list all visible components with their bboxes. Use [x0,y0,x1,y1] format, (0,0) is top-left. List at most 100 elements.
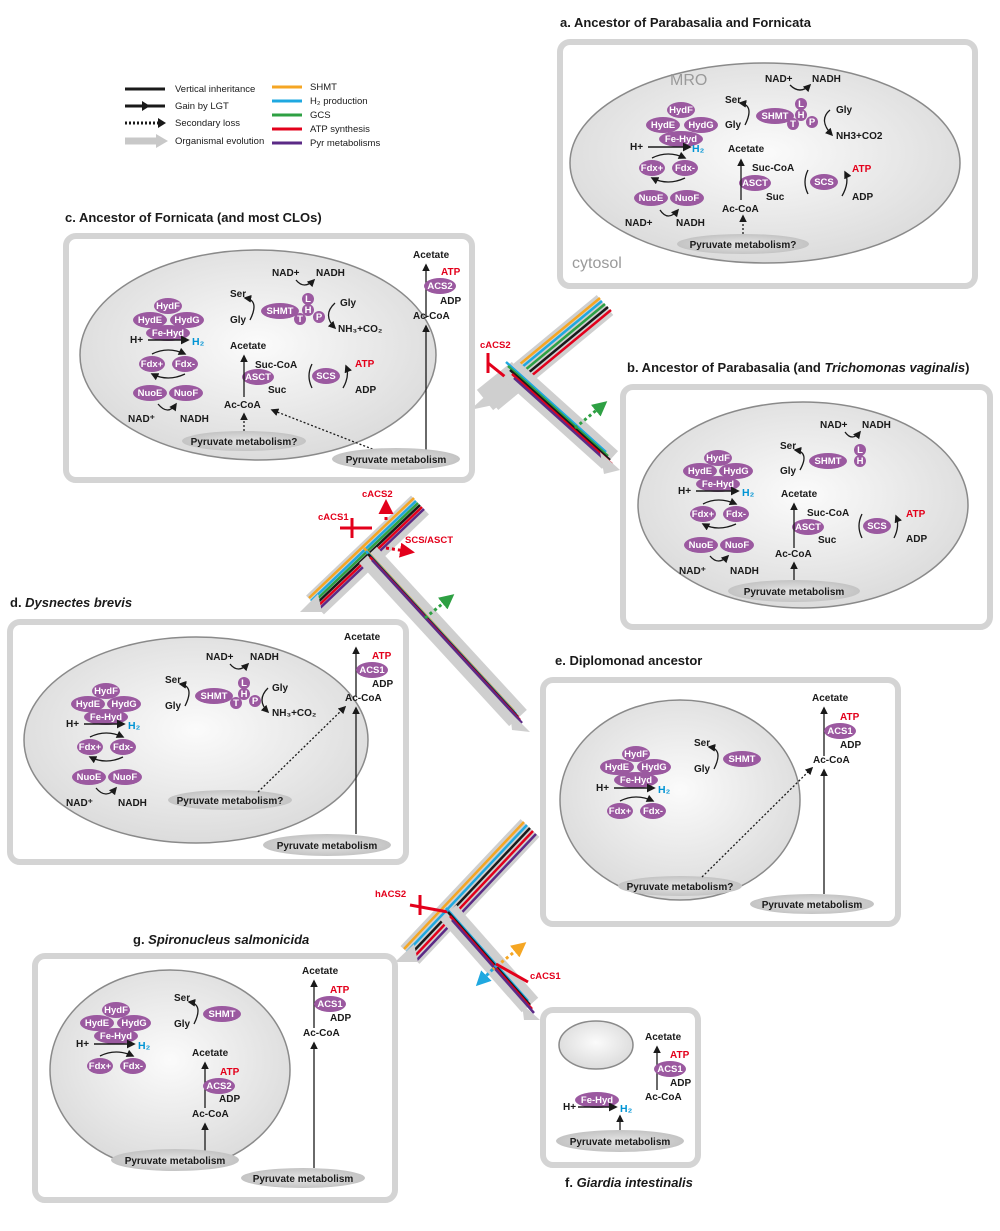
svg-text:HydF: HydF [104,1005,128,1016]
svg-text:ACS1: ACS1 [359,665,385,676]
panel-a: a. Ancestor of Parabasalia and Fornicata… [557,15,978,289]
svg-text:HydF: HydF [156,301,180,312]
svg-text:Ac-CoA: Ac-CoA [192,1109,229,1120]
svg-text:Ac-CoA: Ac-CoA [345,693,382,704]
panel-g: g. Spironucleus salmonicida HydF HydE Hy… [32,932,398,1203]
legend-loss-arrowhead [158,118,166,128]
svg-text:HydF: HydF [669,105,693,116]
panel-d: d. Dysnectes brevis HydF HydE HydG Fe-Hy… [7,595,409,865]
panel-f-title: f. Giardia intestinalis [565,1175,693,1190]
svg-text:HydG: HydG [641,762,666,773]
svg-text:HydE: HydE [605,762,629,773]
svg-text:Gly: Gly [165,701,182,712]
svg-text:Ac-CoA: Ac-CoA [413,311,450,322]
svg-text:Acetate: Acetate [413,250,450,261]
svg-text:P: P [809,117,816,128]
svg-text:H+: H+ [76,1039,89,1050]
mro-label: MRO [670,72,707,89]
svg-text:Acetate: Acetate [192,1048,229,1059]
svg-text:HydG: HydG [111,699,136,710]
svg-text:P: P [252,696,259,707]
legend: Vertical inheritance Gain by LGT Seconda… [125,82,380,149]
svg-text:ATP: ATP [441,267,461,278]
svg-text:Suc: Suc [268,385,287,396]
panel-b-title: b. Ancestor of Parabasalia (and Trichomo… [627,360,969,375]
svg-text:SHMT: SHMT [267,306,294,317]
svg-text:HydG: HydG [174,315,199,326]
svg-text:NADH: NADH [862,420,891,431]
svg-text:Fdx-: Fdx- [175,359,195,370]
panel-d-mro [23,636,369,844]
svg-text:Pyruvate metabolism?: Pyruvate metabolism? [627,882,734,893]
svg-text:Acetate: Acetate [302,966,339,977]
svg-text:ACS1: ACS1 [317,999,343,1010]
svg-text:Pyruvate metabolism: Pyruvate metabolism [346,455,447,466]
svg-text:HydG: HydG [688,120,713,131]
svg-text:Pyruvate metabolism: Pyruvate metabolism [253,1174,354,1185]
svg-text:Ser: Ser [174,993,190,1004]
svg-text:SCS: SCS [814,177,834,188]
svg-text:Ser: Ser [694,738,710,749]
scs-asct-loss-arrow [385,542,415,558]
svg-text:ADP: ADP [906,534,927,545]
branch-to-b [501,361,620,474]
svg-text:H+: H+ [130,335,143,346]
svg-text:H+: H+ [563,1102,576,1113]
svg-text:H: H [857,456,864,467]
svg-text:L: L [241,678,247,689]
svg-text:NADH: NADH [812,74,841,85]
svg-text:Ser: Ser [165,675,181,686]
svg-text:ADP: ADP [840,740,861,751]
svg-text:NADH: NADH [676,218,705,229]
svg-text:Fdx-: Fdx- [675,163,695,174]
svg-text:Fe-Hyd: Fe-Hyd [581,1095,613,1106]
svg-text:Pyruvate metabolism: Pyruvate metabolism [744,587,845,598]
svg-text:Acetate: Acetate [728,144,765,155]
svg-text:SCS: SCS [867,521,887,532]
svg-text:ADP: ADP [355,385,376,396]
svg-text:ATP: ATP [355,359,375,370]
branch-to-f: cACS1 [439,904,561,1020]
svg-text:ATP: ATP [852,164,872,175]
svg-text:H₂: H₂ [192,336,205,348]
svg-text:Acetate: Acetate [781,489,818,500]
svg-text:ATP: ATP [840,712,860,723]
h2-loss-arrow-f [475,963,499,987]
pyruvate-metabolism-label: Pyruvate metabolism? [690,240,797,251]
panel-c-mro [79,249,437,461]
panel-b: b. Ancestor of Parabasalia (and Trichomo… [620,360,993,630]
event-hacs2-gain: hACS2 [375,889,449,915]
svg-text:H₂: H₂ [138,1040,151,1052]
panel-d-title: d. Dysnectes brevis [10,595,132,610]
panel-a-mro [569,62,961,264]
legend-gain-label: Gain by LGT [175,101,229,112]
svg-text:Pyruvate metabolism: Pyruvate metabolism [762,900,863,911]
svg-text:NAD+: NAD+ [625,218,653,229]
svg-text:H₂: H₂ [742,487,755,499]
svg-text:NADH: NADH [180,414,209,425]
svg-text:ADP: ADP [372,679,393,690]
legend-organismal-label: Organismal evolution [175,136,264,147]
svg-text:Ac-CoA: Ac-CoA [303,1028,340,1039]
svg-text:NAD⁺: NAD⁺ [66,798,93,809]
svg-text:Fdx-: Fdx- [726,509,746,520]
svg-text:Suc: Suc [766,192,785,203]
svg-text:Ac-CoA: Ac-CoA [722,204,759,215]
panel-e: e. Diplomonad ancestor HydF HydE HydG Fe… [540,653,901,927]
event-hacs2-label: hACS2 [375,889,406,900]
panel-f: H+ Fe-Hyd H₂ Acetate ATP ACS1 ADP Ac-CoA… [540,1007,701,1190]
svg-text:HydE: HydE [651,120,675,131]
panel-a-title: a. Ancestor of Parabasalia and Fornicata [560,15,812,30]
svg-text:ASCT: ASCT [742,178,768,189]
svg-text:P: P [316,312,323,323]
panel-e-title: e. Diplomonad ancestor [555,653,702,668]
svg-text:SHMT: SHMT [201,691,228,702]
svg-text:ACS2: ACS2 [427,281,452,292]
svg-text:NH₃+CO₂: NH₃+CO₂ [338,324,382,335]
svg-text:HydF: HydF [624,749,648,760]
panel-b-mro [637,401,969,609]
svg-text:Fe-Hyd: Fe-Hyd [152,328,184,339]
svg-text:H: H [241,689,248,700]
event-cacs2-loss-label: cACS2 [362,489,393,500]
svg-text:L: L [305,294,311,305]
